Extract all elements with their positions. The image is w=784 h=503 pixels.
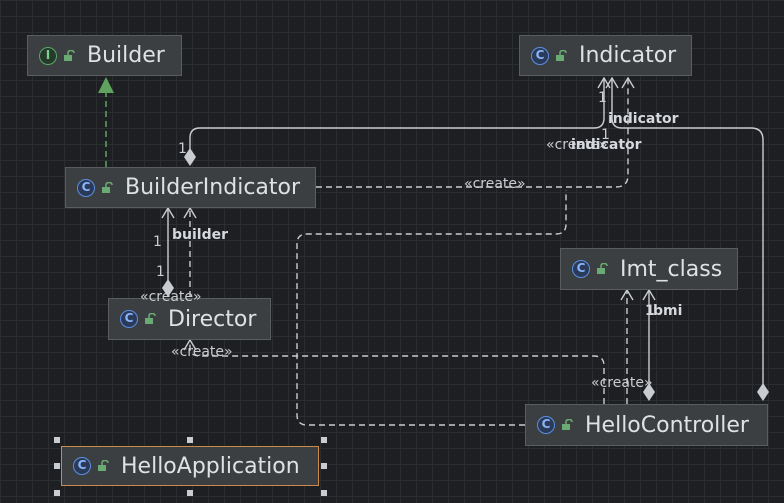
class-name: Indicator <box>579 43 677 68</box>
assoc-builderindicator-indicator <box>184 76 611 166</box>
dep-create-hellocontroller-imtclass <box>620 288 634 404</box>
dep-create-builderindicator-indicator <box>316 76 635 188</box>
public-lock-icon <box>596 263 608 275</box>
public-lock-icon <box>144 313 156 325</box>
class-director[interactable]: C Director <box>108 298 271 340</box>
stereotype-label: «create» <box>171 344 233 360</box>
class-name: HelloController <box>585 412 749 438</box>
public-lock-icon <box>561 419 573 431</box>
multiplicity-label: 1 <box>601 127 610 143</box>
class-icon: C <box>572 260 590 278</box>
stereotype-label: «create» <box>591 375 653 391</box>
class-builderindicator[interactable]: C BuilderIndicator <box>65 167 316 208</box>
class-icon: C <box>537 416 555 434</box>
dep-create-director-builderindicator <box>183 206 197 297</box>
resize-handle[interactable] <box>54 437 60 443</box>
class-indicator[interactable]: C Indicator <box>519 35 692 76</box>
class-icon: C <box>77 178 95 197</box>
class-builder[interactable]: I Builder <box>27 35 182 76</box>
resize-handle[interactable] <box>54 490 60 496</box>
stereotype-label: «create» <box>464 176 526 192</box>
stereotype-label: «create» <box>546 137 608 153</box>
assoc-hellocontroller-imtclass <box>642 288 656 401</box>
class-icon: C <box>73 457 91 475</box>
dep-create-hellocontroller-director <box>183 338 605 404</box>
resize-handle[interactable] <box>187 437 193 443</box>
class-hellocontroller[interactable]: C HelloController <box>525 404 768 446</box>
public-lock-icon <box>101 181 113 194</box>
class-icon: C <box>531 46 549 65</box>
class-name: HelloApplication <box>121 453 300 479</box>
multiplicity-label: 1 <box>178 141 187 157</box>
role-label: bmi <box>653 303 683 319</box>
class-imt-class[interactable]: C Imt_class <box>560 248 738 290</box>
public-lock-icon <box>63 49 75 62</box>
multiplicity-label: 1 <box>645 303 655 319</box>
role-label: indicator <box>571 137 642 153</box>
resize-handle[interactable] <box>54 463 60 469</box>
dep-create-hellocontroller-builderindicator <box>296 190 567 426</box>
assoc-hellocontroller-indicator <box>605 76 769 401</box>
resize-handle[interactable] <box>321 437 327 443</box>
resize-handle[interactable] <box>321 490 327 496</box>
role-label: builder <box>172 227 229 243</box>
interface-icon: I <box>39 46 57 65</box>
multiplicity-label: 1 <box>598 90 607 106</box>
resize-handle[interactable] <box>321 463 327 469</box>
public-lock-icon <box>555 49 567 62</box>
class-helloapplication[interactable]: C HelloApplication <box>61 446 319 486</box>
multiplicity-label: 1 <box>156 264 165 280</box>
class-icon: C <box>120 310 138 328</box>
resize-handle[interactable] <box>187 490 193 496</box>
realization-builderindicator-builder <box>98 77 114 167</box>
role-label: indicator <box>608 111 679 127</box>
class-name: Imt_class <box>620 256 723 282</box>
stereotype-label: «create» <box>140 289 202 305</box>
public-lock-icon <box>97 460 109 472</box>
class-name: Builder <box>87 43 165 68</box>
assoc-director-builderindicator <box>161 206 175 297</box>
class-name: BuilderIndicator <box>125 175 301 200</box>
class-name: Director <box>168 306 257 332</box>
multiplicity-label: 1 <box>153 234 162 250</box>
